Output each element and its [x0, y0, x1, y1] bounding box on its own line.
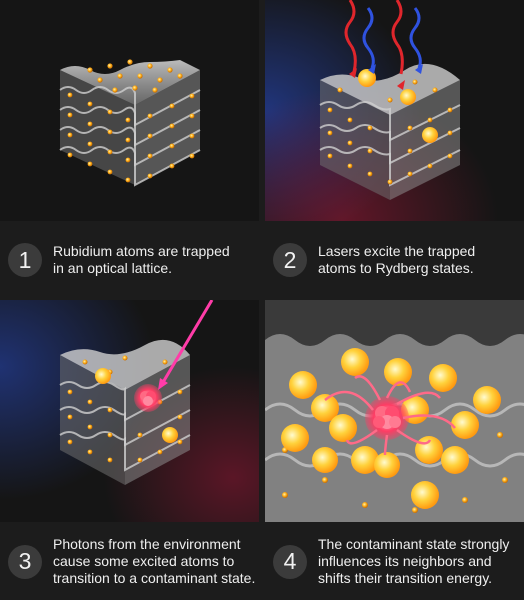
laser-excitation-illustration	[265, 0, 524, 221]
step-4-caption: 4 The contaminant state strongly influen…	[273, 536, 509, 587]
step-4-number: 4	[273, 544, 307, 579]
step-4-line-3: shifts their transition energy.	[318, 570, 493, 586]
step-3-number: 3	[8, 544, 42, 579]
caption-row-bottom: 3 Photons from the environment cause som…	[0, 522, 524, 600]
panel-laser-excitation	[265, 0, 524, 221]
step-2-caption: 2 Lasers excite the trapped atoms to Ryd…	[273, 243, 475, 277]
panel-optical-lattice	[0, 0, 259, 221]
caption-row-top: 1 Rubidium atoms are trapped in an optic…	[0, 221, 524, 300]
step-2-line-2: atoms to Rydberg states.	[318, 260, 474, 276]
step-4-line-2: influences its neighbors and	[318, 553, 492, 569]
photon-transition-illustration	[0, 300, 259, 522]
step-1-line-2: in an optical lattice.	[53, 260, 173, 276]
step-3-line-3: transition to a contaminant state.	[53, 570, 256, 586]
optical-lattice-cube-illustration	[59, 59, 201, 187]
step-3-line-1: Photons from the environment	[53, 536, 241, 552]
step-3-line-2: cause some excited atoms to	[53, 553, 235, 569]
laser-beam-arrow	[344, 0, 422, 75]
step-1-caption: 1 Rubidium atoms are trapped in an optic…	[8, 243, 230, 277]
contaminant-interaction-illustration	[265, 300, 524, 522]
step-4-line-1: The contaminant state strongly	[318, 536, 510, 552]
panel-photon-transition	[0, 300, 259, 522]
step-1-line-1: Rubidium atoms are trapped	[53, 243, 230, 259]
step-2-number: 2	[273, 243, 307, 277]
step-3-caption: 3 Photons from the environment cause som…	[8, 536, 255, 587]
step-1-number: 1	[8, 243, 42, 277]
interaction-arrow	[324, 375, 456, 456]
photon-arrow	[158, 300, 214, 390]
step-2-line-1: Lasers excite the trapped	[318, 243, 476, 259]
panel-contaminant-interaction	[265, 300, 524, 522]
